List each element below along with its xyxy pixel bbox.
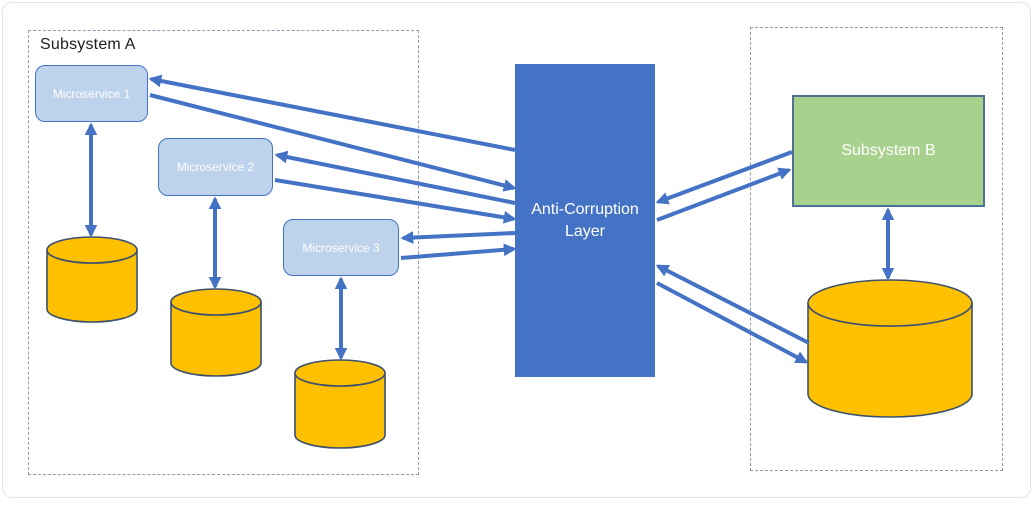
subsystem-b-container xyxy=(750,27,1003,471)
anti-corruption-layer-label: Anti-Corruption Layer xyxy=(531,200,639,240)
microservice-2-node: Microservice 2 xyxy=(158,138,273,196)
microservice-1-label: Microservice 1 xyxy=(52,86,131,101)
subsystem-b-label: Subsystem B xyxy=(841,142,936,159)
microservice-3-node: Microservice 3 xyxy=(283,219,399,276)
microservice-3-label: Microservice 3 xyxy=(302,240,380,255)
subsystem-a-title: Subsystem A xyxy=(40,36,136,53)
microservice-2-label: Microservice 2 xyxy=(176,160,255,174)
microservice-1-node: Microservice 1 xyxy=(35,65,148,122)
subsystem-b-node: Subsystem B xyxy=(792,95,985,207)
anti-corruption-layer-node: Anti-Corruption Layer xyxy=(515,64,655,377)
